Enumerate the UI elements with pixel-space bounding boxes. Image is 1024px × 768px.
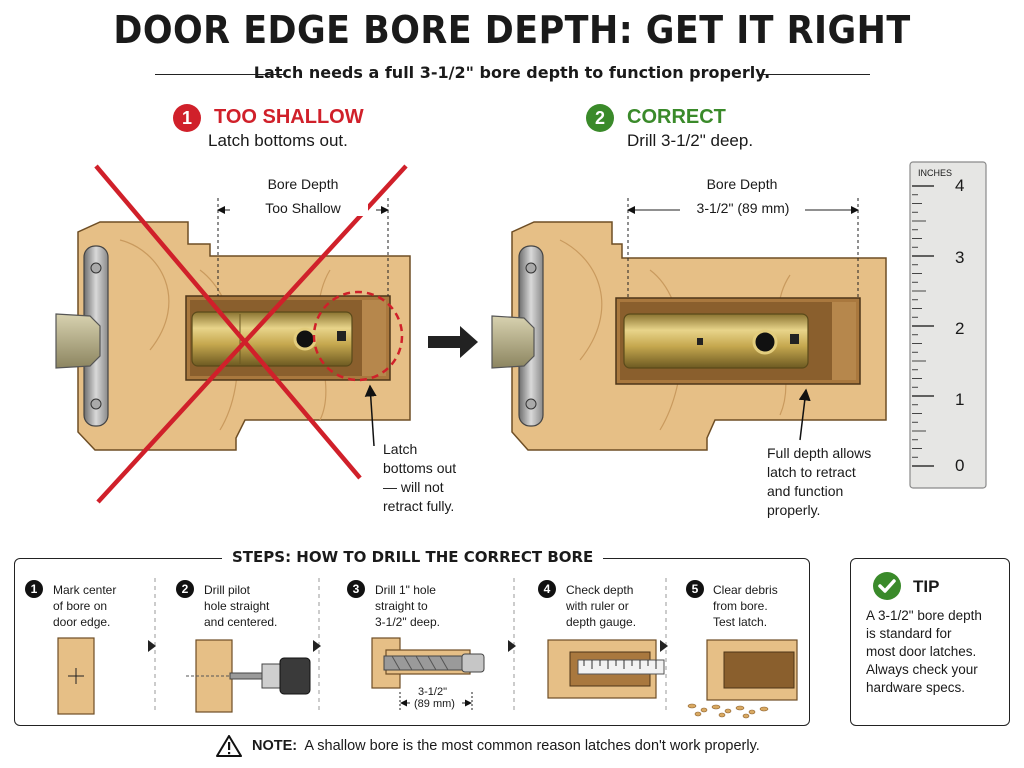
wrong-number-badge: 1 — [173, 104, 201, 132]
correct-dim-label-1: Bore Depth — [706, 176, 778, 192]
ruler-mark-0: 0 — [955, 456, 965, 475]
step-text-line: depth gauge. — [566, 615, 637, 629]
step-2-text: Drill pilot hole straight and centered. — [204, 582, 277, 630]
step-text-line: Drill pilot — [204, 583, 251, 597]
step-text-line: from bore. — [713, 599, 768, 613]
step-text-line: hole straight — [204, 599, 270, 613]
check-circle-icon — [873, 572, 901, 600]
inch-ruler — [909, 161, 987, 489]
step4-depth-check — [547, 639, 665, 699]
step-text-line: and centered. — [204, 615, 278, 629]
step-text-line: Clear debris — [713, 583, 778, 597]
step-3-number: 3 — [347, 580, 365, 598]
tip-panel — [850, 558, 1010, 726]
step-1-text: Mark center of bore on door edge. — [53, 582, 116, 630]
wrong-dim-label-1: Bore Depth — [267, 176, 339, 192]
wrong-cross-mark — [94, 164, 408, 504]
step-5-number: 5 — [686, 580, 704, 598]
wrong-callout-line: — will not — [383, 479, 444, 495]
correct-heading: CORRECT — [627, 106, 726, 128]
wrong-callout-line: Latch — [383, 441, 418, 457]
step2-drill-pilot — [186, 639, 311, 713]
correct-bore-dimension — [627, 198, 859, 298]
tip-text-line: A 3-1/2" bore depth — [866, 608, 982, 623]
wrong-callout-line: bottoms out — [383, 460, 457, 476]
wrong-callout-arrow — [364, 384, 377, 447]
note-text: A shallow bore is the most common reason… — [304, 738, 760, 754]
steps-title: STEPS: HOW TO DRILL THE CORRECT BORE — [222, 548, 604, 566]
bore-comparison-illustration — [55, 161, 987, 504]
wrong-callout-line: retract fully. — [383, 498, 455, 514]
tip-text-line: hardware specs. — [866, 680, 966, 695]
bottom-out-highlight — [312, 290, 404, 382]
step-text-line: 3-1/2" deep. — [375, 615, 440, 629]
tip-text-line: Always check your — [866, 662, 978, 677]
step-text-line: straight to — [375, 599, 428, 613]
correct-dim-label-2: 3-1/2" (89 mm) — [682, 200, 804, 216]
tip-text-line: most door latches. — [866, 644, 977, 659]
step-arrow-icons — [148, 640, 668, 652]
steps-illustrations — [57, 578, 798, 719]
warning-icon — [216, 735, 242, 757]
comparison-arrow-icon — [428, 326, 478, 358]
page-title: DOOR EDGE BORE DEPTH: GET IT RIGHT — [113, 8, 911, 52]
correct-callout-arrow — [798, 388, 811, 441]
wrong-heading: TOO SHALLOW — [214, 106, 364, 128]
ruler-mark-1: 1 — [955, 390, 965, 409]
ruler-mark-3: 3 — [955, 248, 965, 267]
step-2-number: 2 — [176, 580, 194, 598]
step-5-text: Clear debris from bore. Test latch. — [713, 582, 778, 630]
wrong-dim-label-2: Too Shallow — [238, 200, 368, 216]
step-1-number: 1 — [25, 580, 43, 598]
correct-callout: Full depth allows latch to retract and f… — [767, 444, 871, 520]
correct-latch-faceplate — [491, 245, 544, 427]
tip-title: TIP — [913, 577, 940, 596]
ruler-unit-label: INCHES — [918, 168, 953, 178]
note: NOTE: A shallow bore is the most common … — [252, 738, 760, 754]
step-text-line: Drill 1" hole — [375, 583, 436, 597]
wrong-bore-dimension — [217, 198, 389, 296]
correct-latch-body — [623, 313, 809, 369]
step-3-dim-2: (89 mm) — [414, 698, 455, 710]
correct-subheading: Drill 3-1/2" deep. — [627, 131, 754, 150]
tip-text: A 3-1/2" bore depth is standard for most… — [866, 607, 982, 697]
step3-bore-drill — [371, 637, 485, 712]
step-text-line: of bore on — [53, 599, 108, 613]
correct-callout-line: Full depth allows — [767, 445, 872, 461]
step1-door-edge — [57, 637, 95, 715]
ruler-mark-4: 4 — [955, 176, 965, 195]
step-text-line: with ruler or — [566, 599, 629, 613]
step-3-text: Drill 1" hole straight to 3-1/2" deep. — [375, 582, 440, 630]
ruler-mark-2: 2 — [955, 319, 965, 338]
correct-number-badge: 2 — [586, 104, 614, 132]
subtitle-rule-left — [155, 74, 285, 75]
wrong-latch-faceplate — [55, 245, 109, 427]
ruler-ticks — [912, 185, 934, 467]
page-subtitle: Latch needs a full 3-1/2" bore depth to … — [253, 63, 771, 82]
wrong-callout: Latch bottoms out — will not retract ful… — [383, 440, 456, 516]
note-label: NOTE: — [252, 738, 298, 754]
subtitle-rule-right — [760, 74, 870, 75]
step-text-line: door edge. — [53, 615, 111, 629]
wrong-subheading: Latch bottoms out. — [208, 131, 348, 150]
wrong-latch-body — [191, 311, 353, 367]
step5-clear-debris — [687, 639, 798, 719]
correct-callout-line: and function — [767, 483, 844, 499]
step-text-line: Mark center — [53, 583, 117, 597]
correct-callout-line: latch to retract — [767, 464, 856, 480]
correct-callout-line: properly. — [767, 502, 821, 518]
step-text-line: Check depth — [566, 583, 634, 597]
step-text-line: Test latch. — [713, 615, 768, 629]
tip-text-line: is standard for — [866, 626, 952, 641]
step-4-text: Check depth with ruler or depth gauge. — [566, 582, 636, 630]
step-3-dim-1: 3-1/2" — [418, 686, 447, 698]
step-4-number: 4 — [538, 580, 556, 598]
